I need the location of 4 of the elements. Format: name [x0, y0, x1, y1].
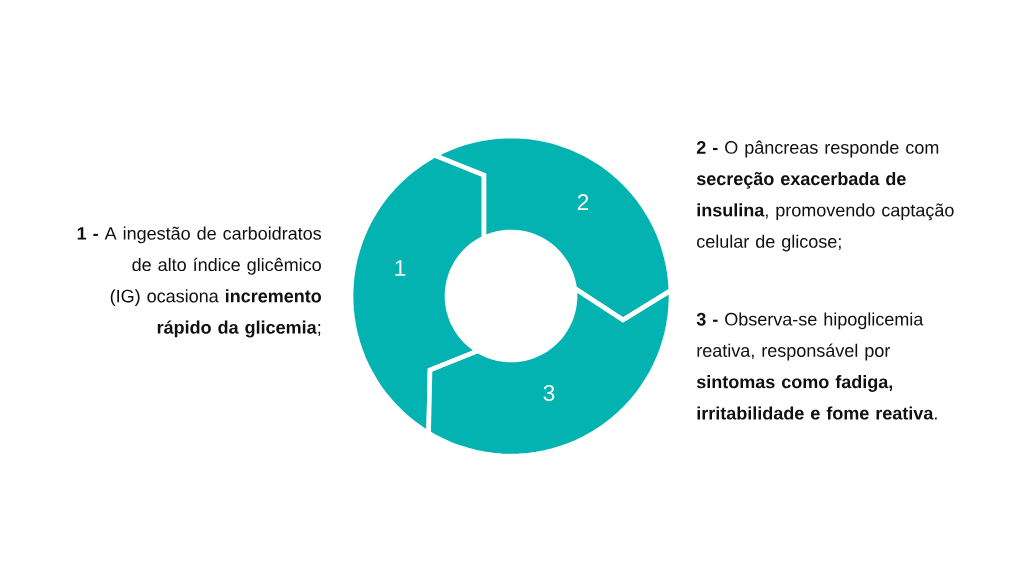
description-text: 2 - O pâncreas responde com secreção exacerbada de insulina, promovendo captação celular de glicose;: [696, 140, 954, 252]
description-text: 3 - Observa-se hipoglicemia reativa, responsável por sintomas como fadiga, irritabilidade e fome reativa.: [696, 312, 937, 420]
description-text: 1 - A ingestão de carboidratos de alto índice glicêmico (IG) ocasiona incremento rápido da glicemia;: [77, 226, 322, 338]
ring-segment: 3: [426, 283, 674, 459]
